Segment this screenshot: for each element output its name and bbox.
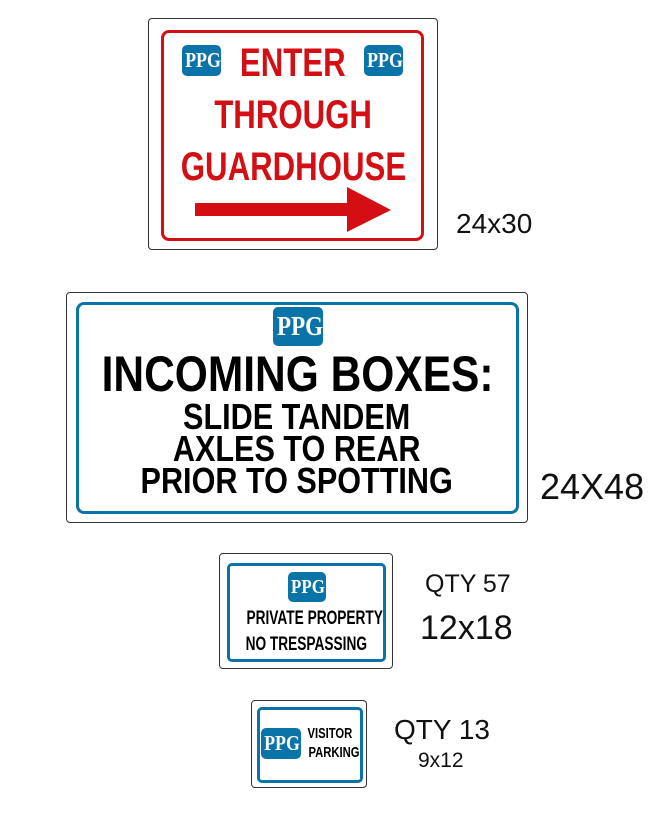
sign-line: SLIDE TANDEM [183, 396, 411, 437]
arrow-right-icon [195, 187, 391, 232]
sign-line: PRIOR TO SPOTTING [140, 460, 454, 501]
size-label: 9x12 [418, 749, 464, 772]
qty-label: QTY 57 [425, 570, 511, 598]
sign-line: ENTER [240, 41, 346, 85]
sign-line: AXLES TO REAR [173, 428, 421, 469]
size-label: 24x30 [456, 208, 533, 239]
sign-line: VISITOR [307, 725, 353, 742]
sign-private-property: PPG PRIVATE PROPERTY NO TRESPASSING [219, 553, 393, 669]
sign-line: THROUGH [214, 93, 372, 137]
sign-border [227, 563, 386, 662]
ppg-logo: PPG [364, 45, 403, 76]
sign-enter-through-guardhouse: PPG PPG ENTER THROUGH GUARDHOUSE [148, 18, 438, 250]
size-label: 12x18 [420, 609, 513, 647]
sign-incoming-boxes: PPG INCOMING BOXES: SLIDE TANDEM AXLES T… [66, 292, 528, 523]
sign-border [76, 302, 519, 514]
ppg-logo: PPG [273, 307, 323, 346]
sign-border [161, 30, 424, 241]
ppg-logo: PPG [182, 45, 221, 76]
sign-line: PARKING [308, 744, 360, 761]
ppg-logo: PPG [261, 728, 301, 759]
size-label: 24X48 [540, 466, 645, 507]
sign-border [257, 707, 363, 783]
sign-line: NO TRESPASSING [245, 634, 367, 655]
sign-line: GUARDHOUSE [180, 145, 407, 189]
sign-line: PRIVATE PROPERTY [246, 608, 383, 629]
sign-visitor-parking: PPG VISITOR PARKING [251, 700, 367, 788]
ppg-logo: PPG [288, 572, 326, 602]
sign-line: INCOMING BOXES: [101, 346, 494, 402]
qty-label: QTY 13 [394, 714, 490, 745]
